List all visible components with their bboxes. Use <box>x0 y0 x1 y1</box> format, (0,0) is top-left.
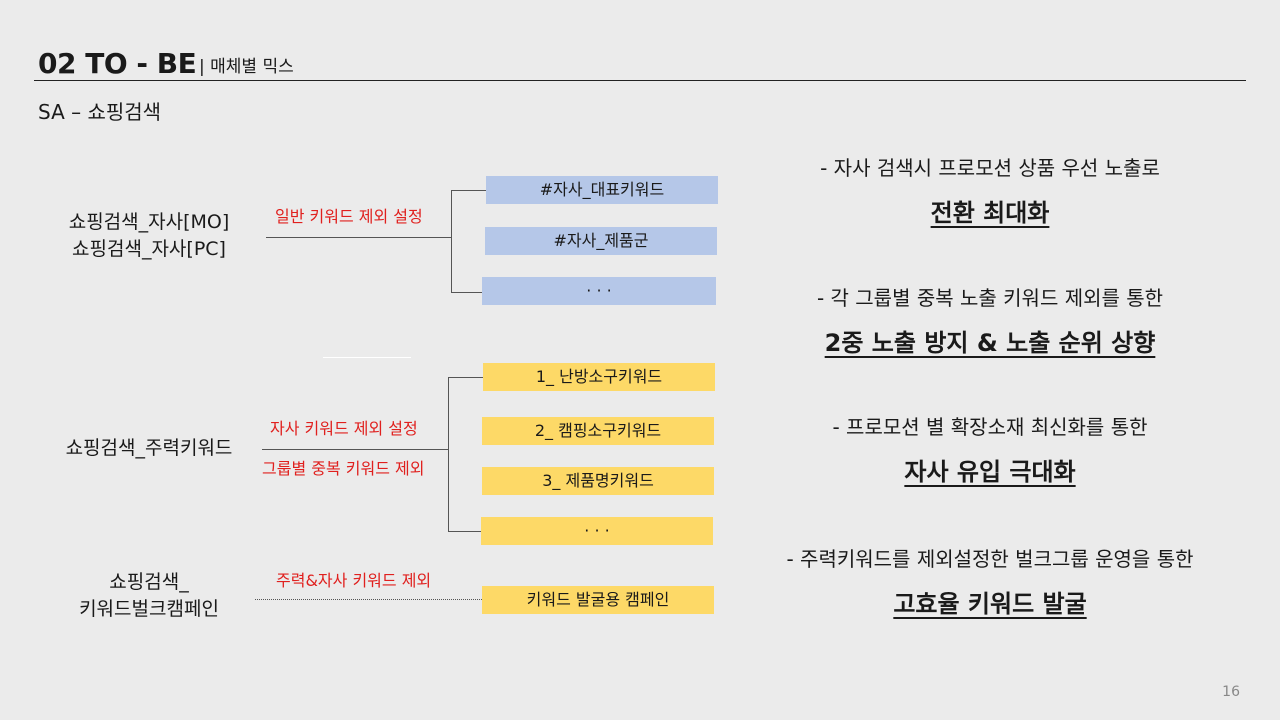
keyword-group-box: #자사_대표키워드 <box>486 176 718 204</box>
connector-line <box>255 599 482 600</box>
rule-label-group-dup-exclude: 그룹별 중복 키워드 제외 <box>262 459 425 478</box>
page-title: 02 TO - BE <box>38 47 197 80</box>
group-name-bulk-1: 쇼핑검색_ <box>109 571 189 593</box>
connector-line <box>262 449 448 450</box>
bracket-vertical <box>451 190 452 292</box>
page-subtitle: | 매체별 믹스 <box>199 57 294 77</box>
bracket-tick <box>451 292 482 293</box>
bracket-tick <box>448 377 483 378</box>
outcome-desc: - 주력키워드를 제외설정한 벌크그룹 운영을 통한 <box>786 547 1194 571</box>
keyword-group-box-more: · · · <box>481 517 713 545</box>
rule-label-main-own-exclude: 주력&자사 키워드 제외 <box>276 571 432 590</box>
divider <box>323 357 411 358</box>
outcome-highlight: 2중 노출 방지 & 노출 순위 상향 <box>824 329 1156 357</box>
title-divider <box>34 80 1246 81</box>
keyword-group-box: 1_ 난방소구키워드 <box>483 363 715 391</box>
outcome-desc: - 각 그룹별 중복 노출 키워드 제외를 통한 <box>816 286 1164 310</box>
page-number: 16 <box>1222 684 1240 700</box>
bracket-vertical <box>448 377 449 531</box>
keyword-group-box-more: · · · <box>482 277 716 305</box>
group-name-bulk-2: 키워드벌크캠페인 <box>79 598 219 620</box>
outcome-highlight: 자사 유입 극대화 <box>904 458 1076 486</box>
outcome-highlight: 고효율 키워드 발굴 <box>893 590 1087 618</box>
keyword-group-box: 3_ 제품명키워드 <box>482 467 714 495</box>
bracket-tick <box>448 531 481 532</box>
group-name-own-mo: 쇼핑검색_자사[MO] <box>68 211 230 233</box>
bracket-tick <box>451 190 486 191</box>
outcome-desc: - 프로모션 별 확장소재 최신화를 통한 <box>832 415 1148 439</box>
rule-label-general-exclude: 일반 키워드 제외 설정 <box>275 207 423 226</box>
outcome-desc: - 자사 검색시 프로모션 상품 우선 노출로 <box>820 156 1160 180</box>
keyword-group-box: 2_ 캠핑소구키워드 <box>482 417 714 445</box>
keyword-group-box: 키워드 발굴용 캠페인 <box>482 586 714 614</box>
keyword-group-box: #자사_제품군 <box>485 227 717 255</box>
connector-line <box>266 237 451 238</box>
outcome-highlight: 전환 최대화 <box>930 199 1050 227</box>
section-label: SA – 쇼핑검색 <box>38 100 162 124</box>
group-name-own-pc: 쇼핑검색_자사[PC] <box>72 238 226 260</box>
rule-label-own-exclude: 자사 키워드 제외 설정 <box>270 419 418 438</box>
group-name-main-keyword: 쇼핑검색_주력키워드 <box>65 437 233 459</box>
